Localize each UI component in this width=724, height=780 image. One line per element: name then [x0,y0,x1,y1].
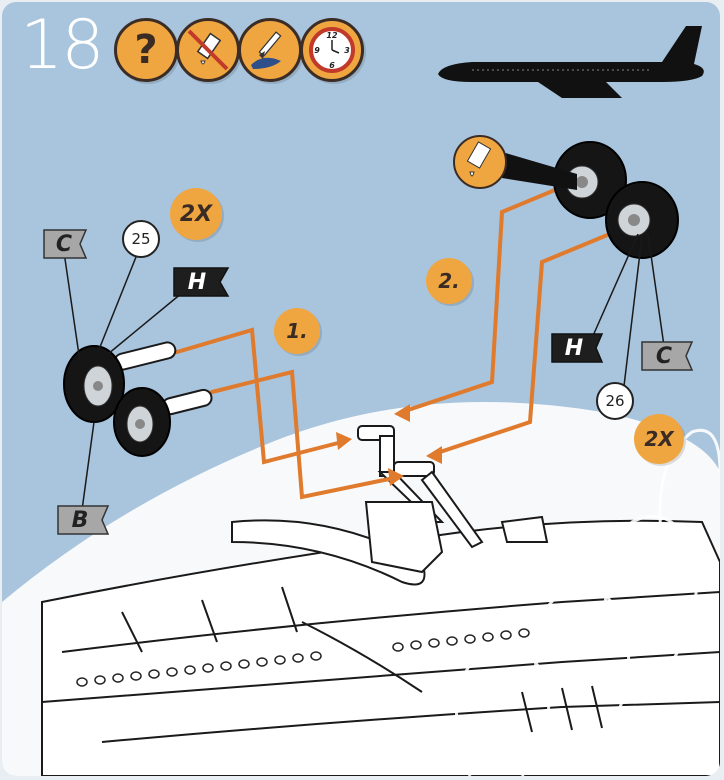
left-axle-upper [113,341,177,372]
flag-h-left: H [176,268,218,296]
quantity-badge-left: 2X [170,188,222,240]
flag-c-right: C [644,342,684,370]
step-badge-1: 1. [274,308,320,354]
step-badge-2: 2. [426,258,472,304]
part-number-left: 25 [122,220,160,258]
flag-c-left: C [46,230,82,258]
left-wheel-assembly [64,341,213,456]
flag-h-right: H [554,334,594,362]
part-number-right: 26 [596,382,634,420]
flag-b-left: B [60,506,100,534]
quantity-badge-right: 2X [634,414,684,464]
right-wheel-assembly [554,142,678,258]
